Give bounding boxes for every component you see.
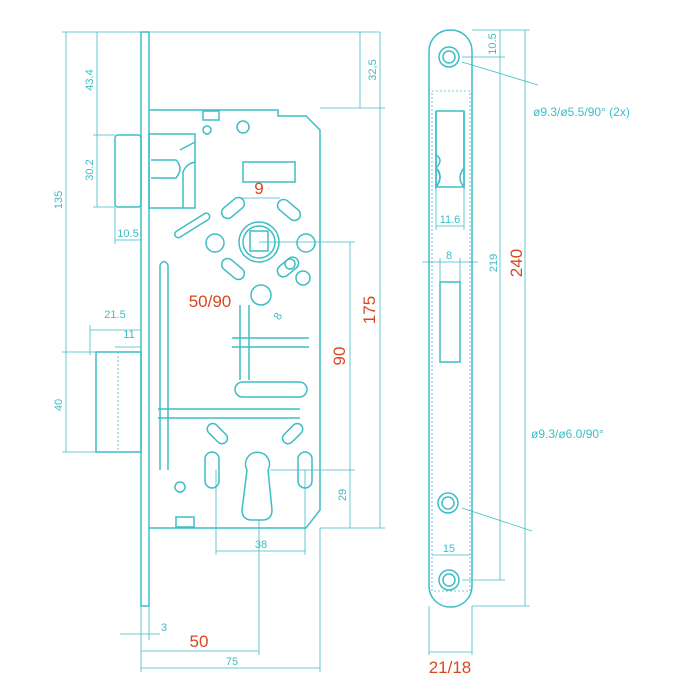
dim-90: 90: [330, 347, 349, 366]
note-bottom-hole: ø9.3/ø6.0/90°: [531, 427, 604, 441]
cylinder-profile: [204, 422, 313, 521]
dim-backset-50-90: 50/90: [189, 292, 232, 311]
faceplate: [140, 31, 150, 607]
slot-horizontal: [158, 408, 300, 419]
follower-hub: [174, 196, 316, 306]
strike-dim-21-18: 21/18: [429, 658, 472, 677]
dim-135: 135: [53, 191, 65, 209]
screw-bottom: [175, 516, 195, 528]
dim-50: 50: [190, 632, 209, 651]
deadbolt: [95, 351, 142, 453]
strike-dim-15: 15: [443, 543, 455, 555]
slot-mid: [234, 381, 308, 398]
latch: [114, 133, 196, 209]
strike-dim-240: 240: [507, 249, 526, 277]
dim-43-4: 43.4: [84, 69, 96, 90]
strike-dim-8: 8: [446, 250, 452, 262]
dim-38: 38: [255, 539, 267, 551]
dim-75: 75: [226, 656, 238, 668]
dim-3: 3: [161, 622, 167, 634]
dim-10-5: 10.5: [117, 228, 138, 240]
lock-case: [149, 109, 321, 529]
slot-left: [159, 260, 169, 470]
strike-dimension-lines: [422, 29, 539, 655]
strike-dim-10-5: 10.5: [487, 33, 499, 54]
dim-8: 8: [272, 311, 285, 322]
switch: [242, 161, 296, 183]
dim-32-5: 32,5: [367, 59, 379, 80]
dimension-lines: [62, 31, 385, 672]
strike-plate: [428, 29, 473, 608]
cross-slot: [232, 305, 309, 380]
dim-40: 40: [53, 399, 65, 411]
screw-top: [202, 110, 220, 121]
dim-21-5: 21.5: [104, 309, 125, 321]
strike-dim-219: 219: [488, 254, 500, 272]
note-top-holes: ø9.3/ø5.5/90° (2x): [533, 105, 630, 119]
dim-175: 175: [360, 296, 379, 324]
dim-30-2: 30.2: [84, 159, 96, 180]
dim-29: 29: [337, 489, 349, 501]
strike-dim-11-6: 11.6: [440, 214, 461, 226]
dim-11: 11: [123, 329, 134, 341]
dim-9: 9: [254, 179, 263, 198]
